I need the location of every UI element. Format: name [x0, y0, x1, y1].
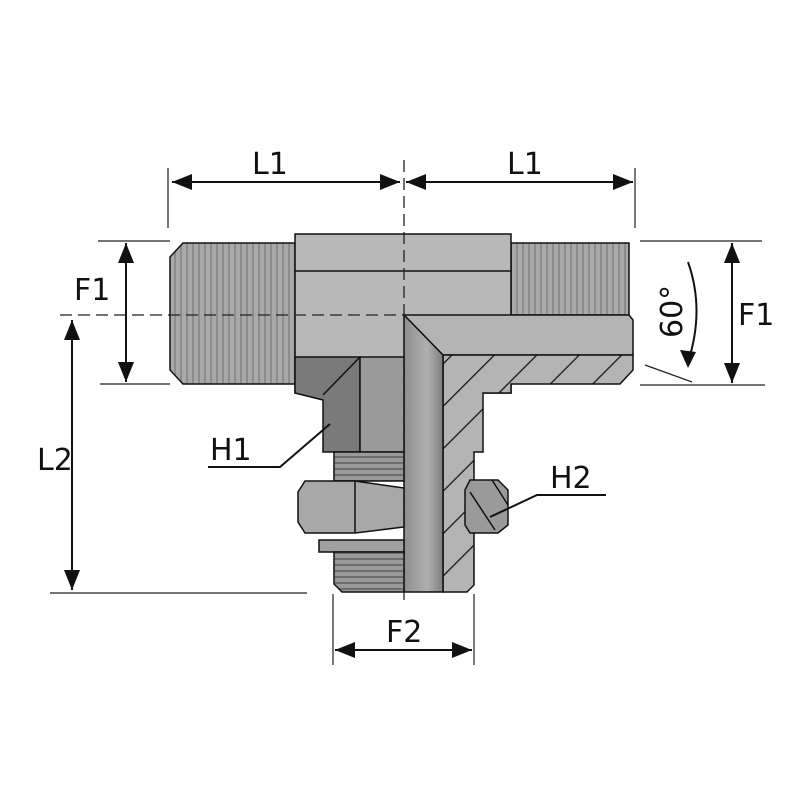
- locknut: [297, 480, 405, 534]
- h2-leader: [489, 494, 606, 518]
- f1-right-label: F1: [738, 298, 774, 333]
- left-male-thread: [169, 242, 296, 385]
- section-hatch: [442, 354, 634, 593]
- vertical-bore: [403, 313, 444, 593]
- cross-bore: [402, 314, 634, 356]
- h1-label: H1: [210, 433, 252, 468]
- stud-thread-upper: [333, 451, 405, 482]
- right-male-thread: [510, 242, 630, 316]
- l1-right-label: L1: [507, 147, 543, 182]
- hex-face-dark: [294, 356, 361, 453]
- angle-label: 60°: [655, 285, 690, 338]
- h1-leader: [208, 423, 331, 468]
- f2-label: F2: [386, 615, 422, 650]
- l1-left-label: L1: [252, 147, 288, 182]
- angle-arc: [687, 261, 698, 363]
- stud-thread-lower: [333, 551, 405, 593]
- f1-left-label: F1: [74, 273, 110, 308]
- hex-face-light: [359, 356, 405, 453]
- washer: [318, 539, 405, 553]
- h2-label: H2: [550, 461, 592, 496]
- l2-label: L2: [37, 443, 73, 478]
- o-ring: [464, 479, 509, 534]
